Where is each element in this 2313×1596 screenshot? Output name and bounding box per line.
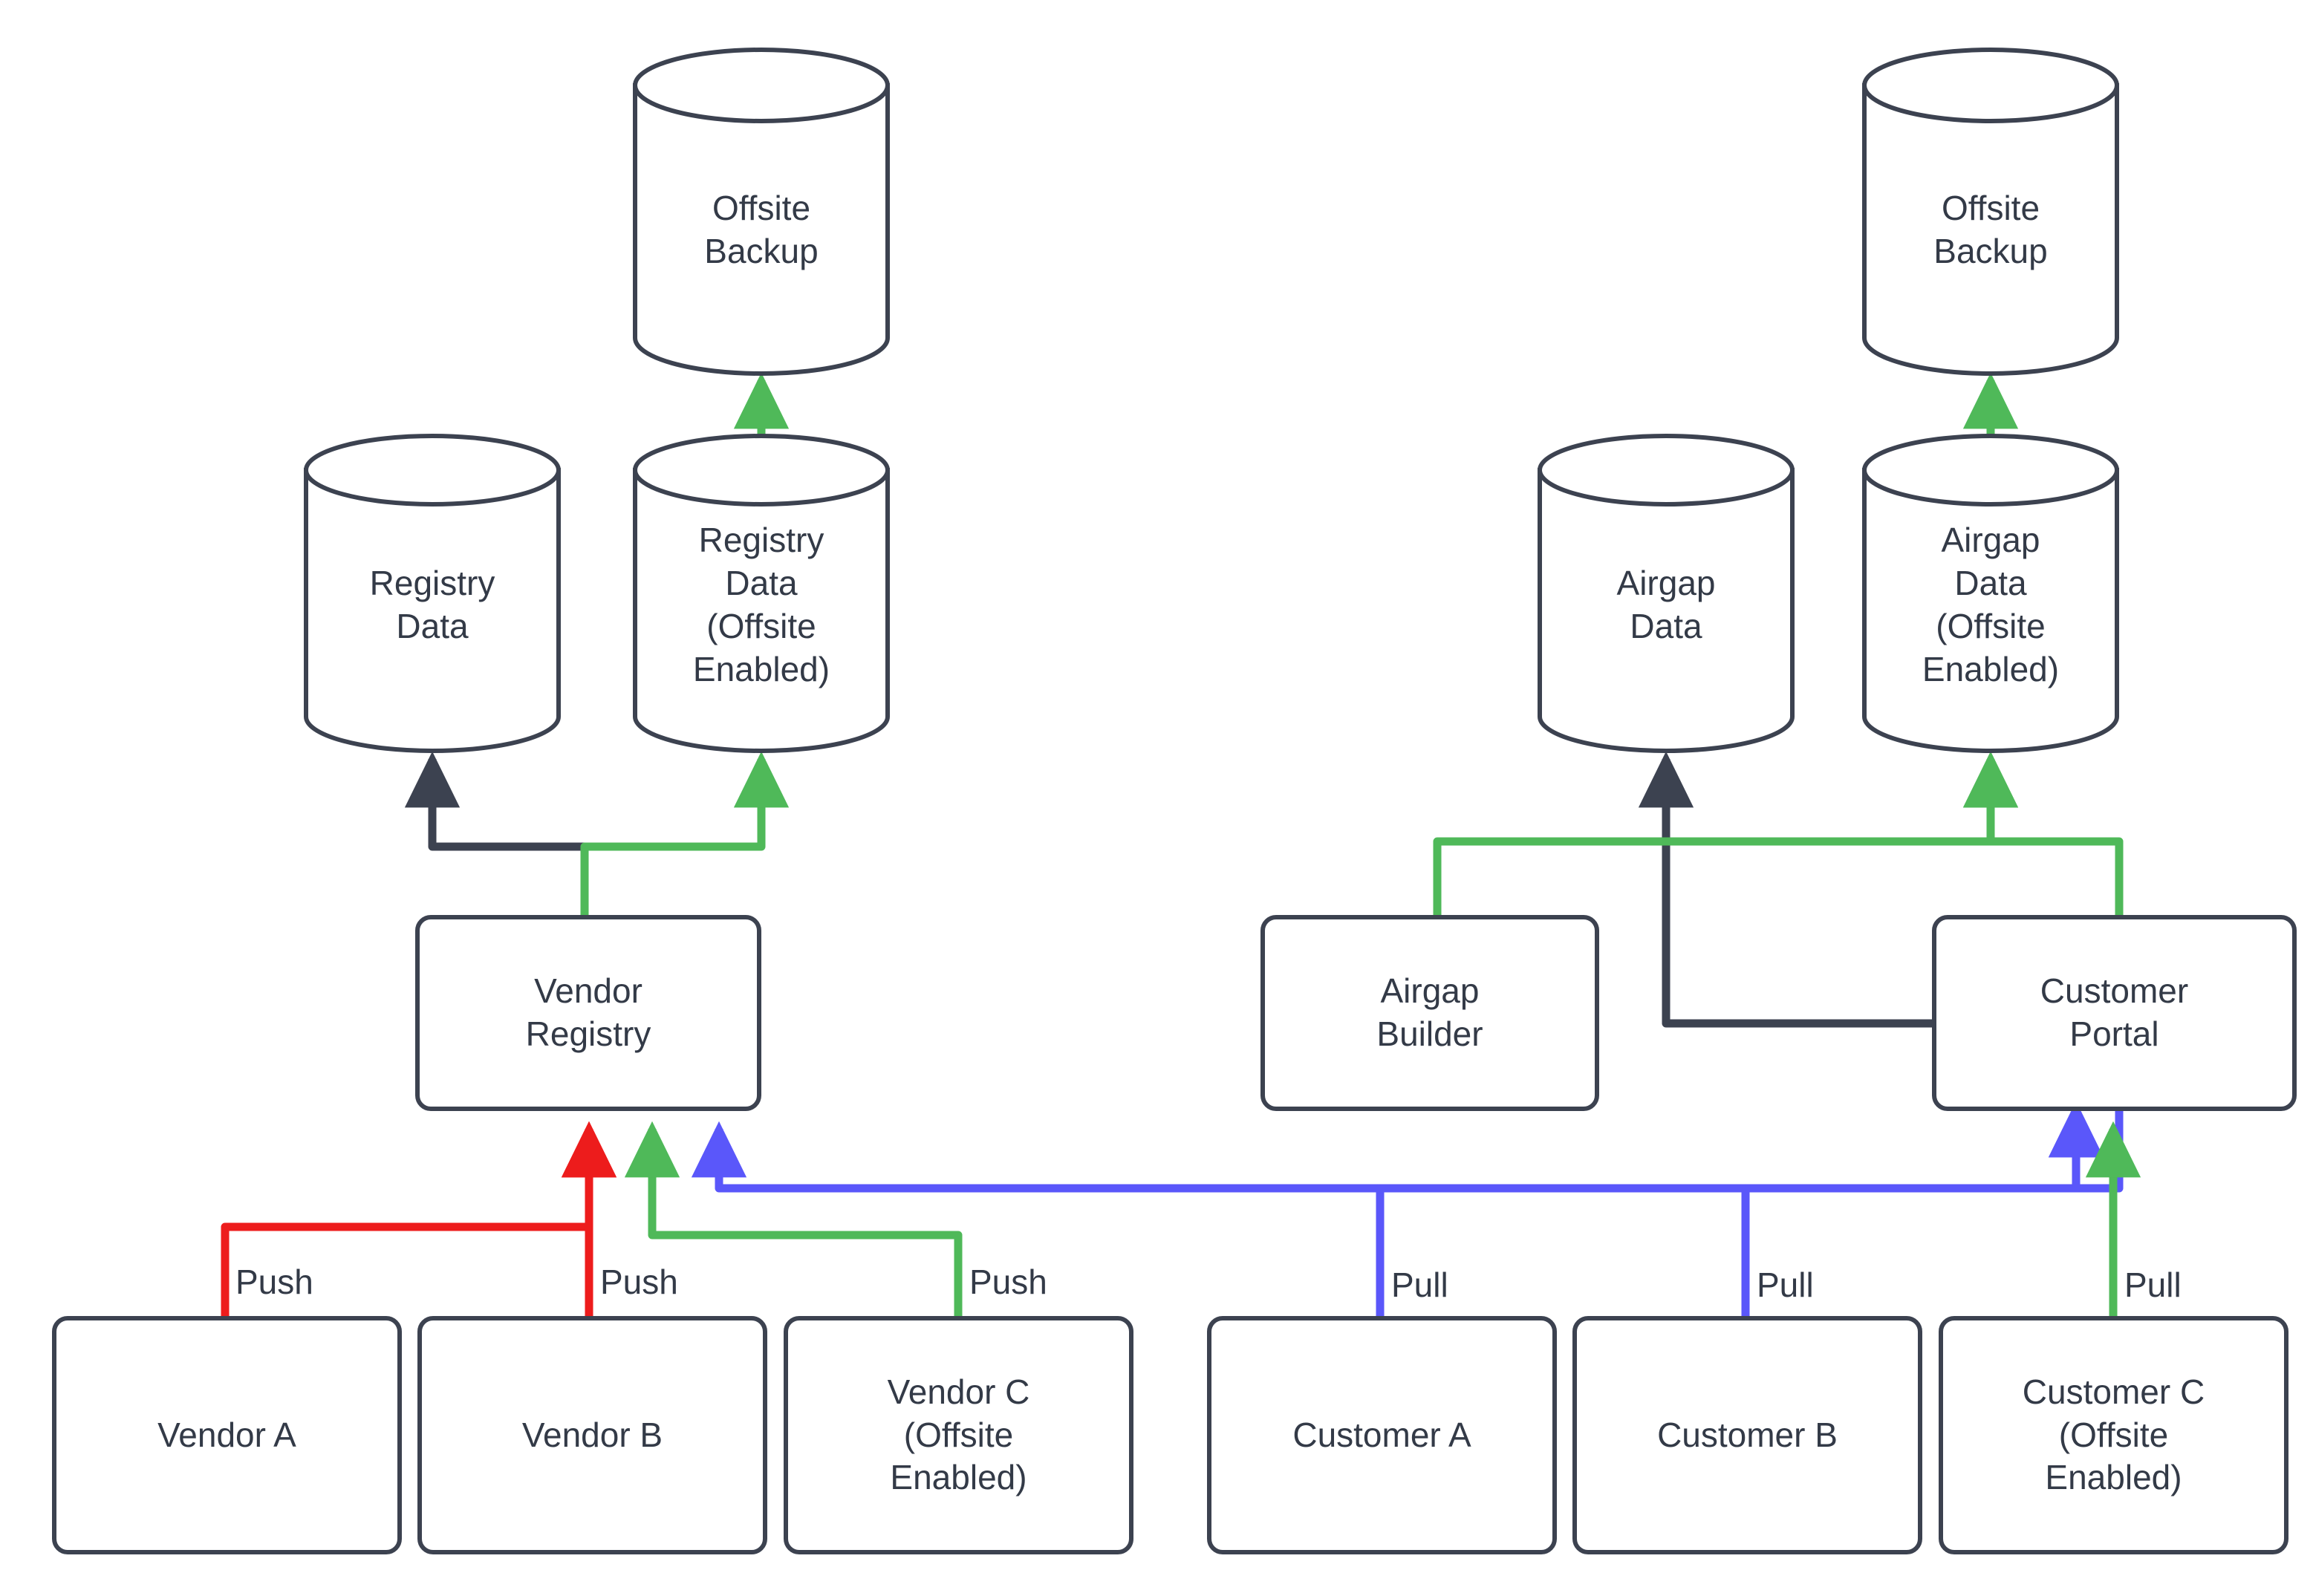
node-offsite-backup-right[interactable] (1862, 48, 2119, 376)
edge-airgapbuilder-to-airgapdataoffsite (1433, 751, 2019, 917)
node-customer-portal[interactable] (1932, 915, 2297, 1111)
edge-vendorregistry-to-registrydataoffsite (580, 751, 790, 917)
node-airgap-builder[interactable] (1260, 915, 1599, 1111)
node-registry-data[interactable] (304, 434, 561, 753)
edge-customerportal-to-airgapdata (1638, 751, 1934, 1028)
node-vendor-registry[interactable] (415, 915, 761, 1111)
edge-vendorregistry-to-registrydata (404, 751, 589, 917)
node-vendor-b[interactable] (417, 1316, 767, 1554)
edge-customerb-to-customerportal (1741, 1101, 2104, 1318)
node-customer-a[interactable] (1207, 1316, 1557, 1554)
edge-vendora-to-vendorregistry (221, 1121, 617, 1318)
node-vendor-a[interactable] (52, 1316, 402, 1554)
node-customer-b[interactable] (1572, 1316, 1922, 1554)
node-airgap-data[interactable] (1538, 434, 1795, 753)
node-airgap-data-offsite[interactable] (1862, 434, 2119, 753)
node-registry-data-offsite[interactable] (633, 434, 890, 753)
node-customer-c[interactable] (1939, 1316, 2288, 1554)
edge-customera-to-customerportal (1376, 1101, 2104, 1318)
node-offsite-backup-left[interactable] (633, 48, 890, 376)
edge-customerportal-to-vendorregistry (691, 1109, 2124, 1193)
node-vendor-c[interactable] (784, 1316, 1133, 1554)
edge-customerportal-to-airgapdataoffsite (1962, 751, 2124, 917)
edge-vendorc-to-vendorregistry (624, 1121, 963, 1318)
